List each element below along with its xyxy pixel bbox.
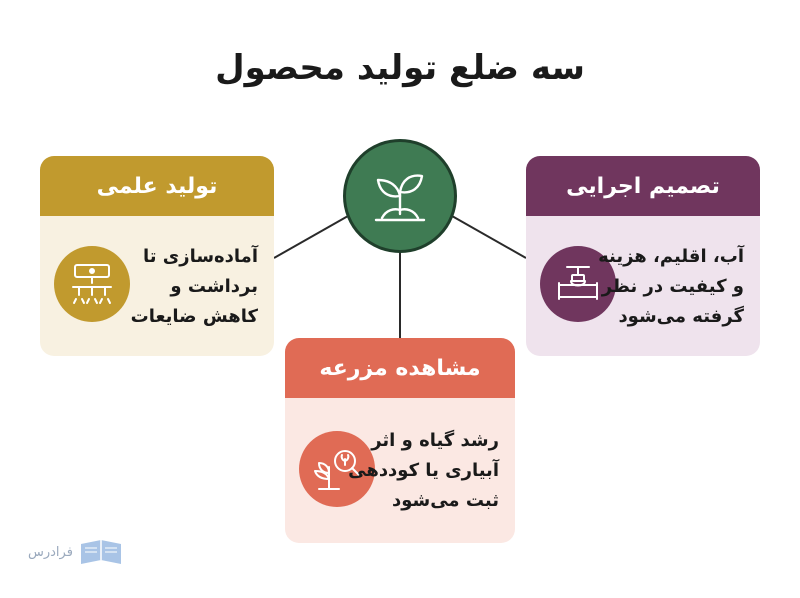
card-executive-decision: تصمیم اجرایی آب، اقلیم، هزینه و کیفیت در… (526, 156, 760, 356)
description-line: آماده‌سازی تا (142, 246, 258, 267)
sprinkler-icon (72, 264, 112, 304)
book-icon (80, 540, 121, 564)
logo-text: فرادرس (28, 544, 73, 560)
valve-icon (558, 266, 598, 300)
hub-circle (343, 139, 457, 253)
icon-circle (299, 431, 375, 507)
description-line: رشد گیاه و اثر (371, 430, 499, 451)
card-description: رشد گیاه و اثر آبیاری یا کوددهی ثبت می‌ش… (348, 426, 499, 516)
card-header: مشاهده مزرعه (285, 338, 515, 398)
description-line: کاهش ضایعات (130, 306, 258, 327)
card-header: تولید علمی (40, 156, 274, 216)
card-description: آب، اقلیم، هزینه و کیفیت در نظر گرفته می… (598, 242, 744, 332)
icon-circle (54, 246, 130, 322)
description-line: ثبت می‌شود (391, 490, 499, 511)
card-body: آماده‌سازی تا برداشت و کاهش ضایعات (40, 216, 274, 356)
card-body: رشد گیاه و اثر آبیاری یا کوددهی ثبت می‌ش… (285, 398, 515, 543)
card-body: آب، اقلیم، هزینه و کیفیت در نظر گرفته می… (526, 216, 760, 356)
connector-right (451, 215, 527, 259)
brand-logo: فرادرس (28, 538, 123, 566)
card-scientific-production: تولید علمی آماده‌سازی تا برداشت و کاهش ض… (40, 156, 274, 356)
card-header: تصمیم اجرایی (526, 156, 760, 216)
plant-inspect-icon (314, 450, 360, 490)
description-line: گرفته می‌شود (618, 306, 744, 327)
page-title: سه ضلع تولید محصول (215, 48, 585, 88)
description-line: برداشت و (170, 276, 258, 297)
sprout-icon (374, 174, 426, 222)
card-description: آماده‌سازی تا برداشت و کاهش ضایعات (131, 242, 258, 332)
icon-circle (540, 246, 616, 322)
card-field-observation: مشاهده مزرعه رشد گیاه و اثر آبیاری یا کو… (285, 338, 515, 543)
connector-left (273, 215, 349, 259)
description-line: و کیفیت در نظر (601, 276, 744, 297)
description-line: آبیاری یا کوددهی (348, 460, 499, 481)
description-line: آب، اقلیم، هزینه (598, 246, 744, 267)
